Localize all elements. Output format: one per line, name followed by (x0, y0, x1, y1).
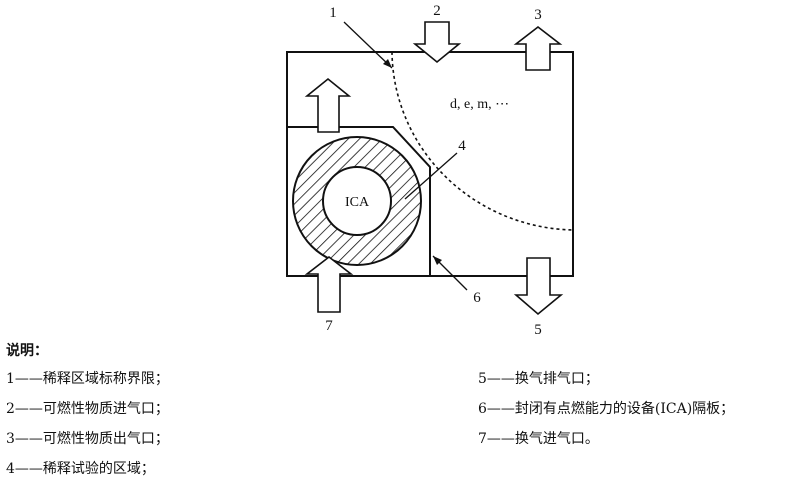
label-2: 2 (433, 3, 441, 19)
legend-item-5: 5——换气排气口； (478, 371, 599, 387)
label-6: 6 (473, 290, 481, 306)
diagram: ICA d, e, m, ⋯ 1 2 3 4 5 6 7 (286, 3, 574, 338)
outlet-arrow-3 (513, 25, 563, 71)
legend-item-6: 6——封闭有点燃能力的设备(ICA)隔板； (478, 401, 735, 417)
legend-item-3: 3——可燃性物质出气口； (6, 431, 169, 447)
inlet-arrow-2 (412, 21, 462, 64)
legend-item-7: 7——换气进气口。 (478, 431, 599, 447)
gas-list-text: d, e, m, ⋯ (450, 97, 509, 112)
label-4: 4 (458, 138, 466, 154)
legend-item-4: 4——稀释试验的区域； (6, 461, 155, 477)
legend-item-1: 1——稀释区域标称界限； (6, 371, 169, 387)
ventilation-inlet-arrow-7 (304, 255, 354, 313)
legend-left-column: 1——稀释区域标称界限； 2——可燃性物质进气口； 3——可燃性物质出气口； 4… (6, 364, 169, 484)
leader-arrowhead-1 (383, 59, 392, 68)
legend-title: 说明： (6, 343, 48, 359)
label-5: 5 (534, 322, 542, 338)
leader-arrowhead-6 (433, 256, 442, 265)
label-1: 1 (329, 5, 337, 21)
ica-core (322, 166, 392, 236)
label-3: 3 (534, 7, 542, 23)
ica-text: ICA (345, 195, 370, 210)
legend-right-column: 5——换气排气口； 6——封闭有点燃能力的设备(ICA)隔板； 7——换气进气口… (478, 364, 734, 454)
leader-line-4 (404, 152, 458, 200)
legend-item-2: 2——可燃性物质进气口； (6, 401, 169, 417)
label-7: 7 (325, 318, 333, 334)
dilution-boundary (391, 52, 573, 231)
internal-arrow (304, 77, 352, 133)
leader-line-1 (343, 21, 393, 69)
ventilation-outlet-arrow-5 (513, 257, 564, 316)
ica-partition (287, 126, 431, 276)
